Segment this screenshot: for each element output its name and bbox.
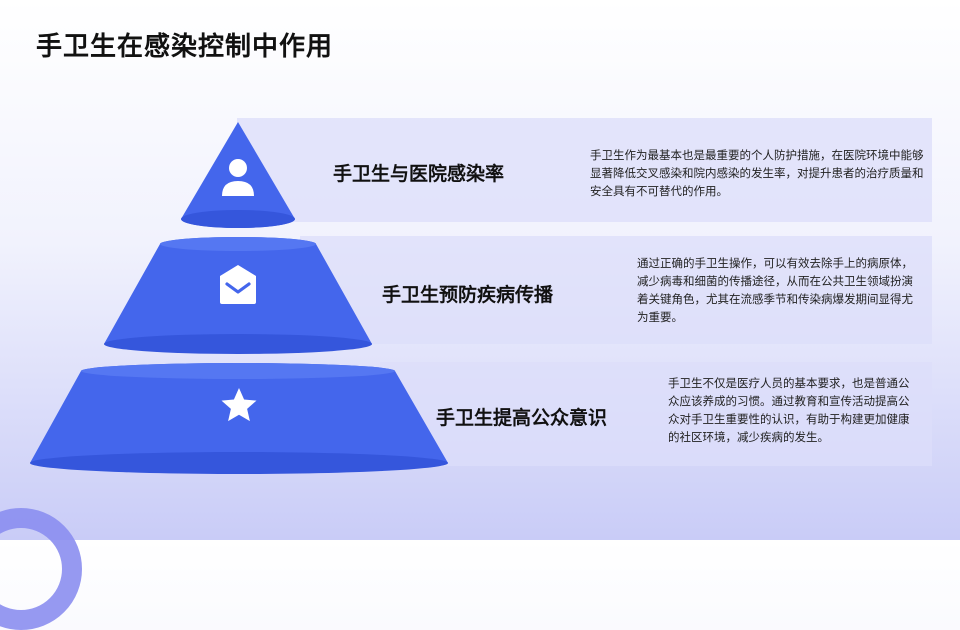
user-icon	[222, 159, 254, 196]
tier-3-band	[380, 362, 932, 466]
tier-1-description: 手卫生作为最基本也是最重要的个人防护措施，在医院环境中能够显著降低交叉感染和院内…	[590, 148, 924, 198]
envelope-icon	[220, 265, 256, 304]
page-title: 手卫生在感染控制中作用	[36, 32, 334, 62]
tier-2-band	[300, 236, 932, 344]
tier-3-heading: 手卫生提高公众意识	[436, 407, 608, 429]
pyramid-diagram	[30, 122, 448, 474]
tier-3-description: 手卫生不仅是医疗人员的基本要求，也是普通公众应该养成的习惯。通过教育和宣传活动提…	[668, 376, 910, 444]
star-icon	[221, 388, 257, 422]
tier-1-heading: 手卫生与医院感染率	[333, 163, 505, 185]
tier-2-description: 通过正确的手卫生操作，可以有效去除手上的病原体，减少病毒和细菌的传播途径，从而在…	[637, 256, 913, 324]
tier-1-band	[237, 118, 932, 222]
pyramid-tier-3[interactable]	[30, 363, 448, 474]
tier-2-heading: 手卫生预防疾病传播	[382, 284, 554, 306]
